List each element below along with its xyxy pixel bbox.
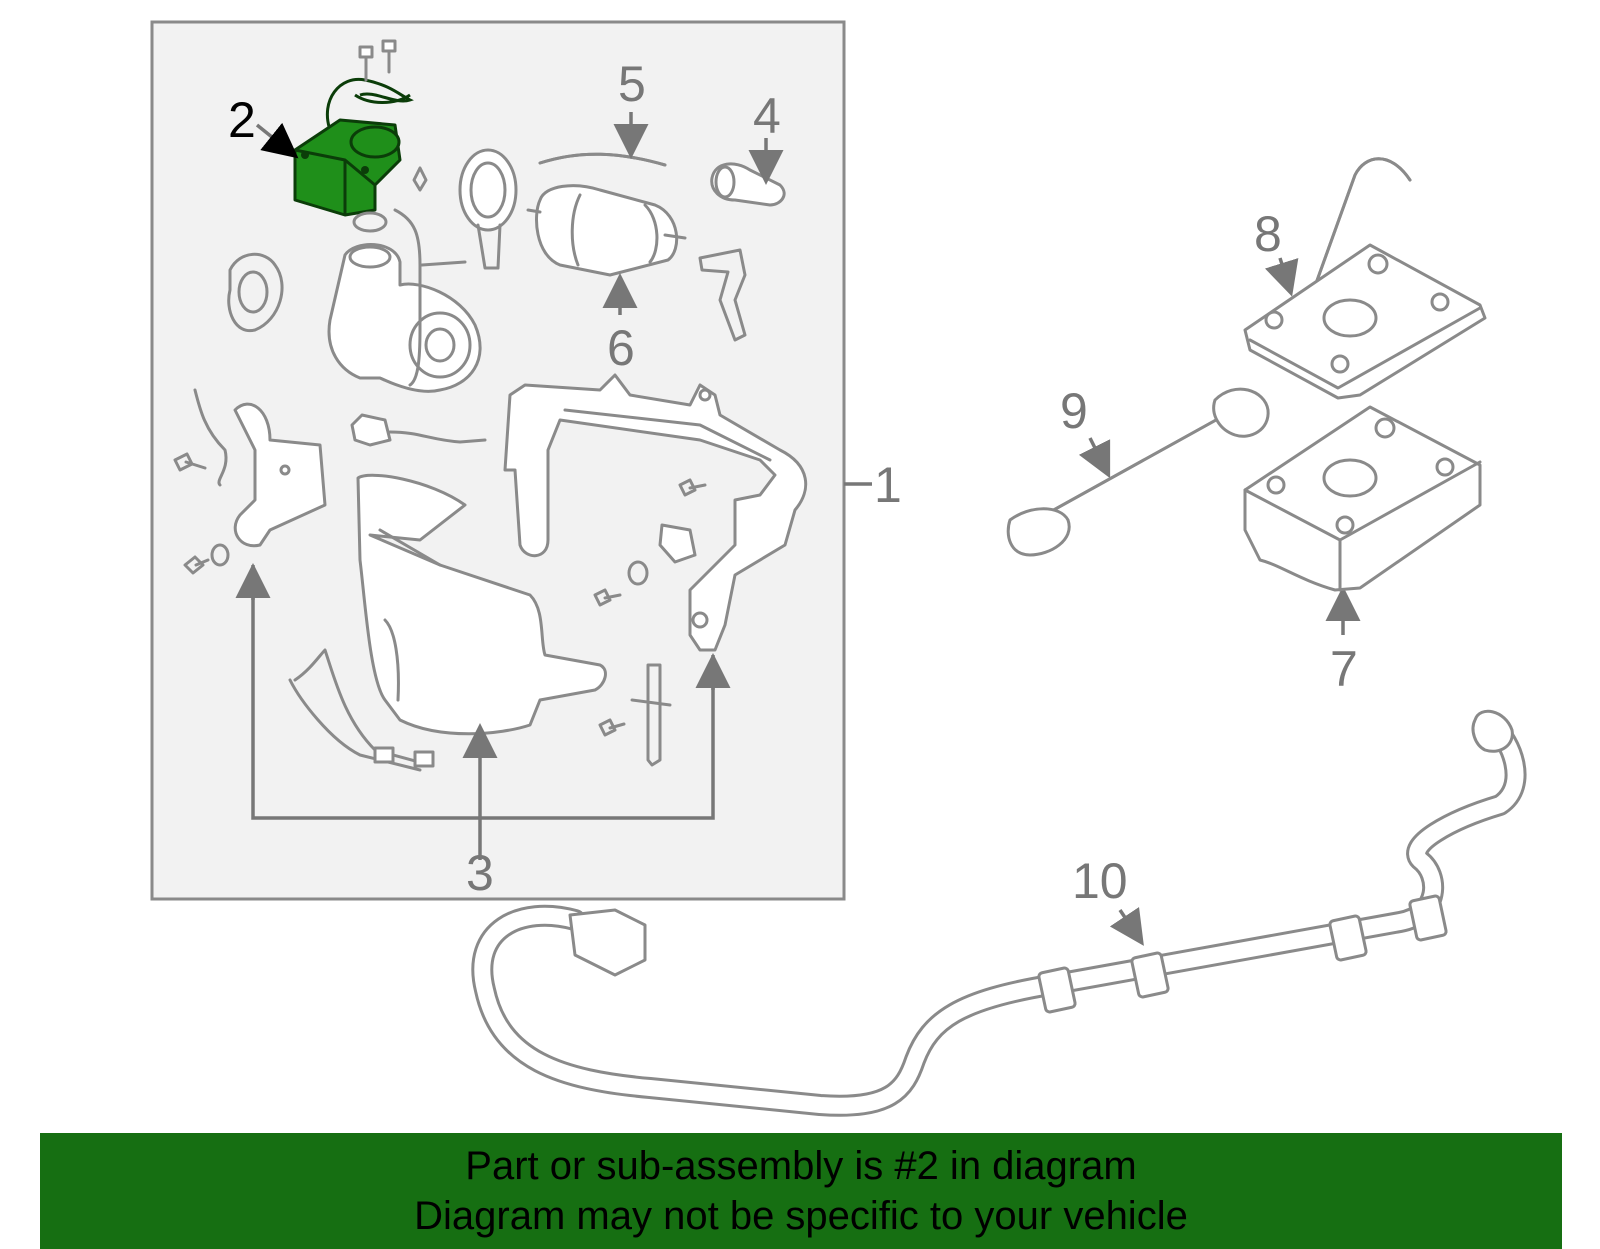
callout-1: 1 [874, 457, 902, 513]
leader-lines [235, 112, 1361, 946]
sensor-wire [350, 413, 487, 447]
part-3-shield[interactable] [356, 473, 607, 736]
part-9-link-rod[interactable] [1006, 387, 1270, 557]
frame-bracket [503, 373, 808, 652]
part-4-fitting[interactable] [710, 162, 786, 207]
part-10-air-line[interactable] [471, 709, 1527, 1117]
callout-6: 6 [607, 320, 635, 376]
callout-4: 4 [753, 88, 781, 144]
callout-9: 9 [1060, 383, 1088, 439]
pulley-ring [458, 148, 518, 270]
part-7-mount-block[interactable] [1243, 405, 1482, 592]
banner-line-2: Diagram may not be specific to your vehi… [414, 1194, 1188, 1238]
part-6-dryer[interactable] [526, 184, 687, 277]
callout-3: 3 [466, 845, 494, 901]
part-8-mount-plate[interactable] [1243, 157, 1487, 400]
banner-line-1: Part or sub-assembly is #2 in diagram [465, 1144, 1137, 1188]
gasket [227, 252, 284, 333]
bolts [352, 39, 428, 233]
wire-harness [288, 648, 435, 772]
info-banner: Part or sub-assembly is #2 in diagram Di… [40, 1133, 1562, 1249]
callout-8: 8 [1254, 206, 1282, 262]
pipe-fitting [698, 248, 747, 342]
parts-diagram: 1 2 3 4 5 6 7 8 9 10 [150, 20, 1527, 1117]
callout-7: 7 [1330, 641, 1358, 697]
part-2-valve[interactable] [293, 77, 414, 217]
left-bracket [173, 388, 327, 575]
callout-2: 2 [228, 92, 256, 148]
callout-5: 5 [618, 56, 646, 112]
compressor [327, 208, 482, 393]
small-clip [658, 523, 697, 564]
callout-10: 10 [1072, 853, 1128, 909]
